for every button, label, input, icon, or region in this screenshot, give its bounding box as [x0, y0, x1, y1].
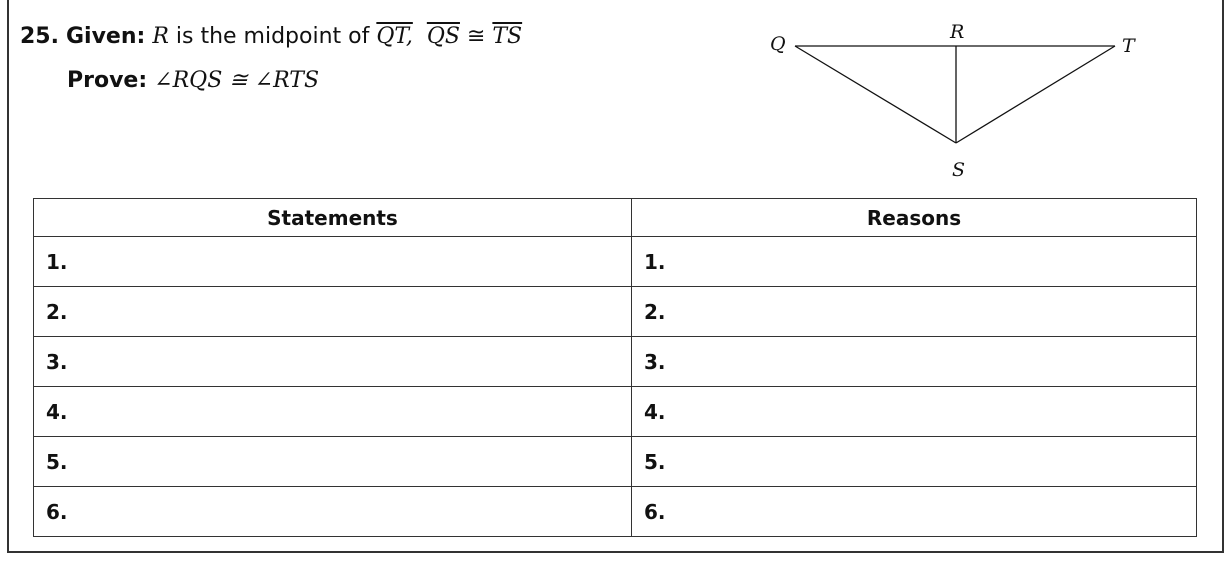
- proof-row: 2. 2.: [33, 286, 1197, 337]
- statement-cell[interactable]: 6.: [33, 486, 632, 537]
- problem-number: 25.: [20, 24, 59, 49]
- proof-row: 3. 3.: [33, 336, 1197, 387]
- triangle-diagram: Q R T S: [770, 21, 1136, 181]
- statements-header: Statements: [33, 198, 632, 237]
- proof-header-row: Statements Reasons: [33, 198, 1197, 237]
- reasons-header: Reasons: [631, 198, 1197, 237]
- reason-cell[interactable]: 5.: [631, 436, 1197, 487]
- statement-cell[interactable]: 5.: [33, 436, 632, 487]
- segment-ts-line: [955, 45, 1116, 144]
- proof-row: 1. 1.: [33, 236, 1197, 287]
- vertex-r-label: R: [949, 21, 964, 43]
- reason-cell[interactable]: 4.: [631, 386, 1197, 437]
- proof-row: 5. 5.: [33, 436, 1197, 487]
- proof-row: 4. 4.: [33, 386, 1197, 437]
- prove-label: Prove:: [67, 68, 148, 93]
- vertex-t-label: T: [1122, 35, 1136, 57]
- reason-cell[interactable]: 3.: [631, 336, 1197, 387]
- segment-ts: TS: [492, 24, 523, 49]
- given-line: 25. Given: R is the midpoint of QT, QS ≅…: [20, 24, 522, 49]
- proof-row: 6. 6.: [33, 486, 1197, 537]
- segment-qs: QS: [426, 24, 460, 49]
- statement-cell[interactable]: 2.: [33, 286, 632, 337]
- reason-cell[interactable]: 6.: [631, 486, 1197, 537]
- congruent-symbol: ≅: [459, 24, 493, 49]
- given-label: Given:: [65, 24, 146, 49]
- vertex-s-label: S: [952, 159, 965, 181]
- segment-qt: QT,: [376, 24, 413, 49]
- statement-cell[interactable]: 1.: [33, 236, 632, 287]
- vertex-q-label: Q: [770, 33, 786, 55]
- segment-qs-line: [794, 45, 957, 144]
- prove-statement: ∠RQS ≅ ∠RTS: [154, 68, 320, 93]
- statement-cell[interactable]: 3.: [33, 336, 632, 387]
- given-variable: R: [152, 24, 169, 49]
- reason-cell[interactable]: 1.: [631, 236, 1197, 287]
- statement-cell[interactable]: 4.: [33, 386, 632, 437]
- worksheet-frame: [7, 0, 1224, 553]
- reason-cell[interactable]: 2.: [631, 286, 1197, 337]
- proof-table: Statements Reasons 1. 1. 2. 2. 3. 3. 4. …: [33, 198, 1197, 537]
- prove-line: Prove: ∠RQS ≅ ∠RTS: [67, 68, 319, 93]
- given-text: is the midpoint of: [168, 24, 377, 49]
